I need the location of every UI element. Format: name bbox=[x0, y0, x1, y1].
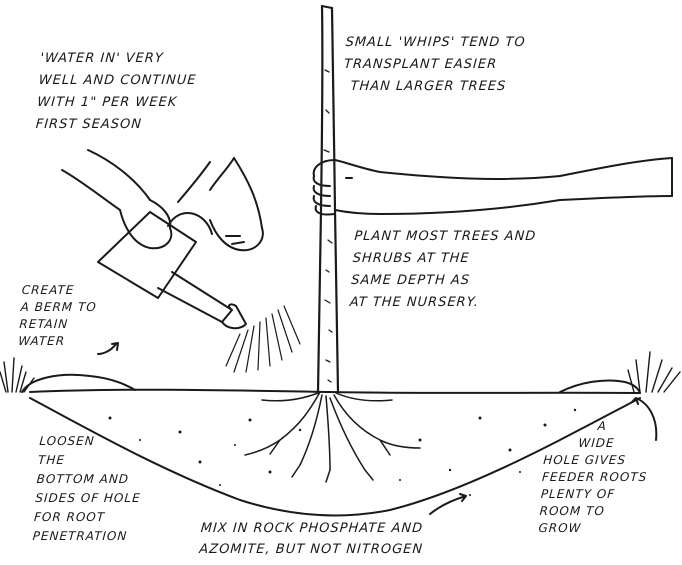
water-stream bbox=[226, 306, 300, 372]
grass-tuft-left bbox=[0, 358, 34, 392]
label-line: A bbox=[545, 418, 651, 435]
tree-roots bbox=[245, 392, 420, 482]
hand-on-can-left bbox=[62, 150, 171, 248]
label-line: LOOSEN bbox=[39, 432, 146, 451]
label-wide-hole: A WIDE HOLE GIVES FEEDER ROOTS PLENTY OF… bbox=[538, 418, 652, 537]
watering-can bbox=[98, 212, 246, 328]
label-line: THAN LARGER TREES bbox=[342, 76, 524, 98]
arrow-berm bbox=[98, 343, 118, 354]
label-line: AZOMITE, BUT NOT NITROGEN bbox=[199, 539, 424, 560]
label-line: GROW bbox=[538, 520, 644, 537]
hand-on-can-right bbox=[178, 158, 263, 250]
label-line: WATER bbox=[18, 333, 95, 350]
label-line: SAME DEPTH AS bbox=[350, 270, 534, 292]
label-line: TRANSPLANT EASIER bbox=[343, 54, 525, 76]
label-line: PENETRATION bbox=[32, 527, 139, 546]
label-line: SHRUBS AT THE bbox=[352, 248, 536, 270]
label-line: CREATE bbox=[21, 282, 98, 299]
label-berm: CREATE A BERM TO RETAIN WATER bbox=[18, 282, 99, 350]
hand-holding-tree bbox=[314, 158, 672, 215]
label-water-in: 'WATER IN' VERY WELL AND CONTINUE WITH 1… bbox=[35, 48, 199, 136]
label-line: WELL AND CONTINUE bbox=[38, 70, 197, 92]
label-line: BOTTOM AND bbox=[36, 470, 143, 489]
label-line: FOR ROOT bbox=[33, 508, 140, 527]
label-line: FIRST SEASON bbox=[35, 114, 194, 136]
label-line: PLENTY OF bbox=[540, 486, 646, 503]
label-line: RETAIN bbox=[19, 316, 96, 333]
soil-specks bbox=[109, 409, 577, 496]
right-berm bbox=[560, 380, 640, 393]
label-line: HOLE GIVES bbox=[543, 452, 649, 469]
label-line: FEEDER ROOTS bbox=[541, 469, 647, 486]
tree-trunk-right bbox=[332, 8, 338, 392]
label-line: ROOM TO bbox=[539, 503, 645, 520]
label-plant-depth: PLANT MOST TREES AND SHRUBS AT THE SAME … bbox=[349, 226, 537, 314]
label-line: MIX IN ROCK PHOSPHATE AND bbox=[200, 518, 425, 539]
label-line: SMALL 'WHIPS' TEND TO bbox=[345, 32, 527, 54]
label-line: PLANT MOST TREES AND bbox=[354, 226, 538, 248]
bark-marks bbox=[324, 70, 332, 382]
label-line: AT THE NURSERY. bbox=[349, 292, 533, 314]
label-line: THE bbox=[37, 451, 144, 470]
label-line: WITH 1" PER WEEK bbox=[36, 92, 195, 114]
label-line: 'WATER IN' VERY bbox=[40, 48, 199, 70]
label-loosen: LOOSEN THE BOTTOM AND SIDES OF HOLE FOR … bbox=[32, 432, 145, 546]
label-line: WIDE bbox=[544, 435, 650, 452]
label-line: A BERM TO bbox=[20, 299, 97, 316]
label-mix: MIX IN ROCK PHOSPHATE AND AZOMITE, BUT N… bbox=[199, 518, 426, 560]
label-whips: SMALL 'WHIPS' TEND TO TRANSPLANT EASIER … bbox=[342, 32, 527, 98]
ground-line bbox=[30, 390, 640, 393]
tree-trunk bbox=[318, 6, 322, 392]
label-line: SIDES OF HOLE bbox=[35, 489, 142, 508]
